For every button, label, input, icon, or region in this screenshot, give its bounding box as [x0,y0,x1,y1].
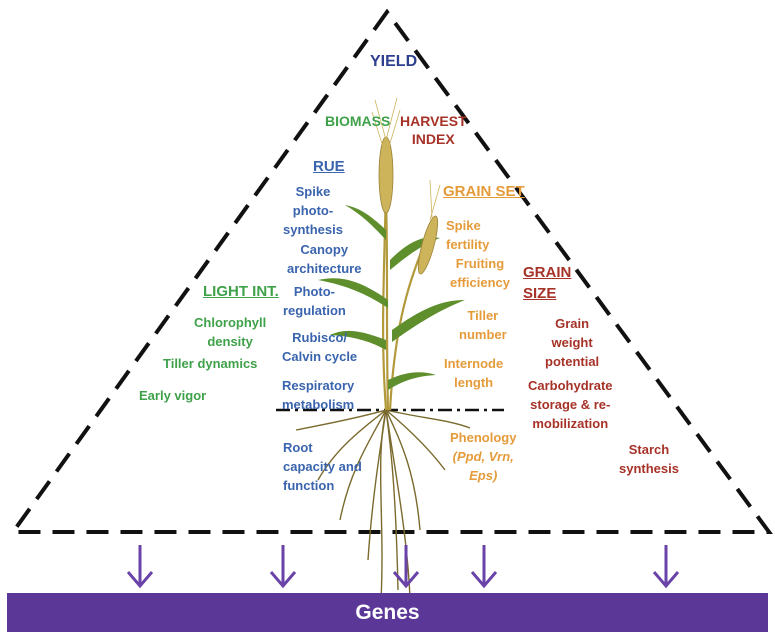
grain-set-heading: GRAIN SET [443,182,525,201]
label-line: Starch [619,440,679,459]
genes-label: Genes [355,593,419,632]
label-line: efficiency [450,273,510,292]
gene-arrows [128,545,678,586]
label-line: fertility [446,235,489,254]
genes-bar: Genes [7,593,768,632]
grain-size-heading: GRAIN SIZE [523,262,571,304]
early-vigor-label: Early vigor [139,386,206,405]
label-line: density [194,332,266,351]
photoregulation-label: Photo- regulation [283,282,346,320]
label-line: Spike [446,216,489,235]
yield-label: YIELD [370,52,417,71]
label-line: architecture [287,259,361,278]
label-line: Canopy [287,240,361,259]
rue-heading: RUE [313,157,345,176]
label-line: mobilization [528,414,613,433]
label-line: Eps) [450,466,516,485]
light-interception-heading: LIGHT INT. [203,282,279,301]
wheat-spikes [379,137,442,276]
label-line: Carbohydrate [528,376,613,395]
canopy-architecture-label: Canopy architecture [287,240,361,278]
label-line: Root [283,438,362,457]
label-line: regulation [283,301,346,320]
phenology-label: Phenology (Ppd, Vrn, Eps) [450,428,516,485]
arrow [271,545,295,586]
arrow [472,545,496,586]
carbohydrate-storage-label: Carbohydrate storage & re- mobilization [528,376,613,433]
starch-synthesis-label: Starch synthesis [619,440,679,478]
label-line: Spike [283,182,343,201]
label-line: photo- [283,201,343,220]
root-capacity-label: Root capacity and function [283,438,362,495]
biomass-label: BIOMASS [325,112,390,131]
label-line: Respiratory [282,376,354,395]
respiratory-metabolism-label: Respiratory metabolism [282,376,354,414]
label-line: Chlorophyll [194,313,266,332]
arrow [654,545,678,586]
grain-weight-potential-label: Grain weight potential [545,314,599,371]
label-line: Photo- [283,282,346,301]
harvest-index-line: INDEX [400,130,467,148]
label-line: GRAIN [523,262,571,283]
label-line: function [283,476,362,495]
spike-photosynthesis-label: Spike photo- synthesis [283,182,343,239]
tiller-dynamics-label: Tiller dynamics [163,354,257,373]
label-line: Internode [444,354,503,373]
tiller-number-label: Tiller number [459,306,507,344]
label-line: Phenology [450,428,516,447]
harvest-index-line: HARVEST [400,112,467,130]
label-line: synthesis [283,220,343,239]
label-line: potential [545,352,599,371]
label-line: Tiller [459,306,507,325]
label-line: length [444,373,503,392]
label-line: weight [545,333,599,352]
label-line: storage & re- [528,395,613,414]
arrow [128,545,152,586]
label-line: Calvin cycle [282,347,357,366]
harvest-index-label: HARVEST INDEX [400,112,467,148]
internode-length-label: Internode length [444,354,503,392]
label-line: Fruiting [450,254,510,273]
spike-fertility-label: Spike fertility [446,216,489,254]
chlorophyll-density-label: Chlorophyll density [194,313,266,351]
fruiting-efficiency-label: Fruiting efficiency [450,254,510,292]
rubisco-calvin-label: Rubisco/ Calvin cycle [282,328,357,366]
label-line: Grain [545,314,599,333]
label-line: SIZE [523,283,571,304]
label-line: metabolism [282,395,354,414]
label-line: (Ppd, Vrn, [450,447,516,466]
label-line: Rubisco/ [282,328,357,347]
label-line: number [459,325,507,344]
label-line: synthesis [619,459,679,478]
label-line: capacity and [283,457,362,476]
